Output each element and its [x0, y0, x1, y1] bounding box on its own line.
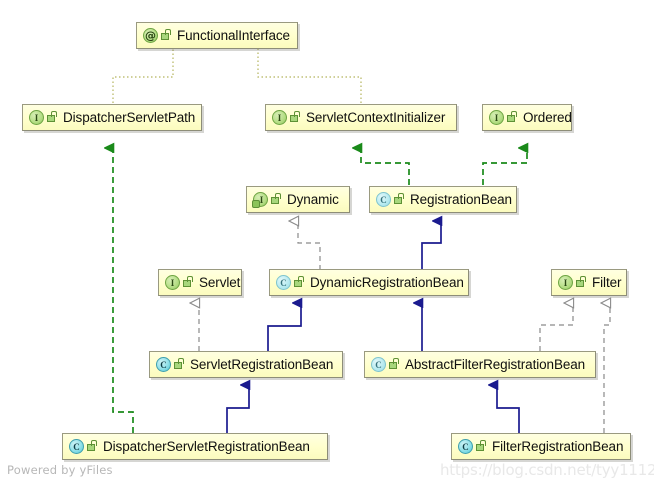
annotation-badge: @ [143, 28, 158, 43]
inner-interface-badge: I [253, 192, 268, 207]
class-icon: C [69, 439, 84, 454]
class-icon: C [156, 357, 171, 372]
class-node-dynamic-registration-bean[interactable]: C DynamicRegistrationBean [269, 269, 469, 296]
edge-annotation-servletcontextinitializer [257, 48, 362, 103]
package-lock-icon [290, 111, 301, 124]
class-badge: C [156, 357, 171, 372]
edge-implements-dynamicregistrationbean-dynamic [298, 221, 321, 270]
edge-extends-filterregistrationbean-abstractfilterregistrationbean [497, 385, 520, 433]
interface-badge: I [272, 110, 287, 125]
class-node-filter-registration-bean[interactable]: C FilterRegistrationBean [451, 433, 631, 460]
package-lock-icon [47, 111, 58, 124]
yfiles-watermark: Powered by yFiles [7, 463, 113, 477]
interface-icon: I [558, 275, 573, 290]
package-lock-icon [161, 29, 172, 42]
class-node-dynamic[interactable]: I Dynamic [246, 186, 350, 213]
class-node-label: ServletRegistrationBean [190, 356, 334, 372]
class-node-label: ServletContextInitializer [306, 109, 446, 125]
class-node-label: Ordered [523, 109, 572, 125]
class-node-ordered[interactable]: I Ordered [482, 104, 572, 131]
abstract-class-icon: C [371, 357, 386, 372]
class-node-filter[interactable]: I Filter [551, 269, 627, 296]
package-lock-icon [183, 276, 194, 289]
class-node-label: RegistrationBean [410, 191, 512, 207]
edge-annotation-dispatcherservletpath [112, 48, 174, 103]
class-badge: C [371, 357, 386, 372]
class-node-label: Filter [592, 274, 622, 290]
package-lock-icon [389, 358, 400, 371]
inner-interface-icon: I [253, 192, 268, 207]
interface-icon: I [29, 110, 44, 125]
package-lock-icon [174, 358, 185, 371]
edge-implements-registrationbean-ordered [482, 148, 527, 185]
package-lock-icon [476, 440, 487, 453]
abstract-class-icon: C [276, 275, 291, 290]
interface-icon: I [165, 275, 180, 290]
class-node-registration-bean[interactable]: C RegistrationBean [369, 186, 517, 213]
edge-extends-servletregistrationbean-dynamicregistrationbean [267, 303, 301, 351]
edge-implements-registrationbean-servletcontextinitializer [361, 148, 410, 185]
edge-implements-abstractfilterregistrationbean-filter [539, 303, 573, 351]
class-node-label: Dynamic [287, 191, 339, 207]
blog-url-watermark: https://blog.csdn.net/tyy1112 [440, 461, 654, 479]
package-lock-icon [87, 440, 98, 453]
class-node-servlet-context-initializer[interactable]: I ServletContextInitializer [265, 104, 457, 131]
edge-implements-dispatcherservletregistrationbean-dispatcherservletpath [113, 148, 134, 433]
class-node-servlet[interactable]: I Servlet [158, 269, 242, 296]
class-node-label: DispatcherServletPath [63, 109, 196, 125]
class-node-dispatcher-servlet-path[interactable]: I DispatcherServletPath [22, 104, 202, 131]
class-badge: C [458, 439, 473, 454]
package-lock-icon [507, 111, 518, 124]
package-lock-icon [576, 276, 587, 289]
abstract-class-icon: C [376, 192, 391, 207]
package-lock-icon [294, 276, 305, 289]
class-node-servlet-registration-bean[interactable]: C ServletRegistrationBean [149, 351, 343, 378]
interface-icon: I [489, 110, 504, 125]
interface-badge: I [558, 275, 573, 290]
package-lock-icon [394, 193, 405, 206]
interface-badge: I [489, 110, 504, 125]
edge-implements-filterregistrationbean-filter [604, 303, 610, 433]
interface-badge: I [29, 110, 44, 125]
class-node-label: AbstractFilterRegistrationBean [405, 356, 586, 372]
class-node-label: Servlet [199, 274, 241, 290]
edge-extends-dispatcherservletregistrationbean-servletregistrationbean [226, 385, 249, 433]
package-lock-icon [271, 193, 282, 206]
annotation-icon: @ [143, 28, 158, 43]
class-node-dispatcher-servlet-registration-bean[interactable]: C DispatcherServletRegistrationBean [62, 433, 328, 460]
edge-extends-dynamicregistrationbean-registrationbean [421, 221, 441, 270]
class-node-label: FunctionalInterface [177, 27, 290, 43]
class-icon: C [458, 439, 473, 454]
class-node-label: DispatcherServletRegistrationBean [103, 438, 310, 454]
class-node-abstract-filter-registration-bean[interactable]: C AbstractFilterRegistrationBean [364, 351, 596, 378]
interface-icon: I [272, 110, 287, 125]
class-node-functional-interface[interactable]: @ FunctionalInterface [136, 22, 298, 49]
interface-badge: I [165, 275, 180, 290]
class-badge: C [376, 192, 391, 207]
class-badge: C [276, 275, 291, 290]
class-node-label: DynamicRegistrationBean [310, 274, 464, 290]
class-badge: C [69, 439, 84, 454]
class-node-label: FilterRegistrationBean [492, 438, 624, 454]
